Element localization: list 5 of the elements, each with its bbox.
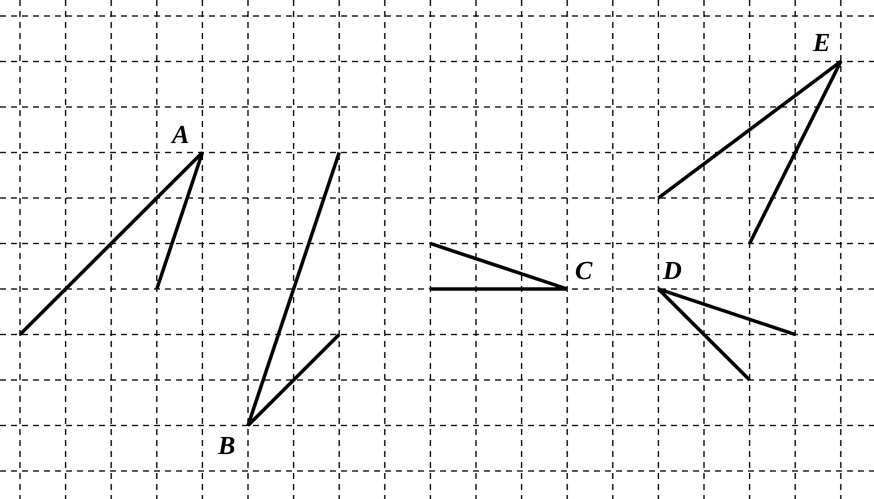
vertex-label: C [575,258,592,284]
vertex-label: B [218,433,236,459]
vertex-label: D [663,258,682,284]
vertex-label: A [172,122,190,148]
vertex-label: E [813,30,830,56]
